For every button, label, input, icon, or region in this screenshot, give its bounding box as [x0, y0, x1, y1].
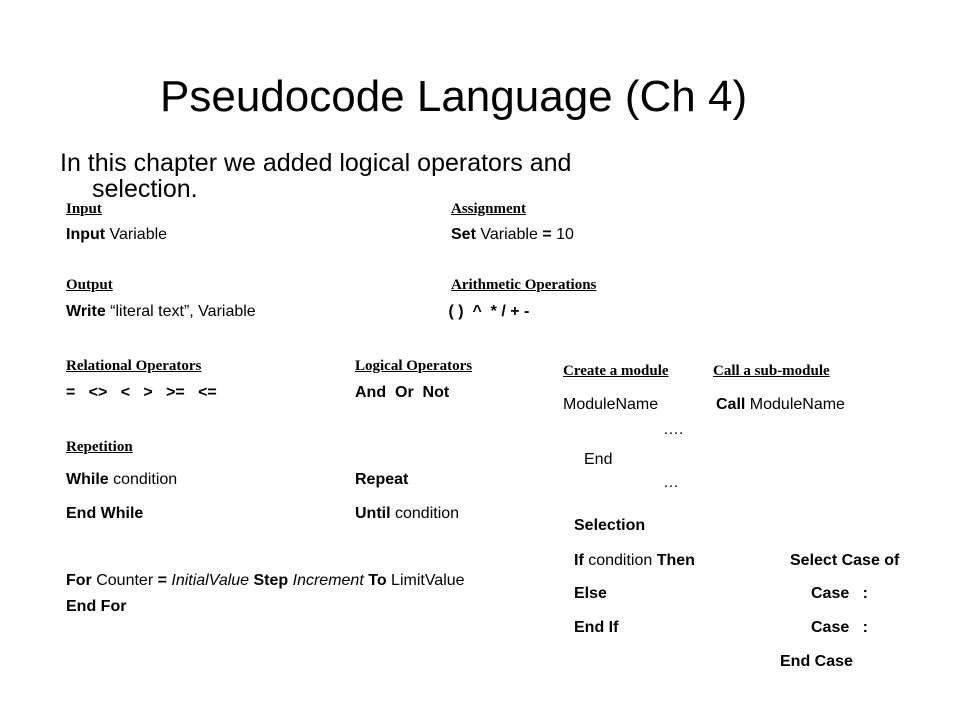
end-while: End While [66, 505, 144, 522]
intro-line-2: selection. [92, 175, 198, 203]
arithmetic-heading: Arithmetic Operations [451, 277, 597, 293]
while-condition: condition [108, 471, 178, 488]
intro-line-1: In this chapter we added logical operato… [60, 149, 572, 177]
for-keyword: For [66, 572, 92, 589]
module-end: End [584, 451, 613, 468]
for-counter: Counter [91, 572, 158, 589]
set-keyword: Set [451, 226, 476, 243]
for-line: For Counter = InitialValue Step Incremen… [66, 571, 465, 590]
relational-operators: = <> < > >= <= [66, 384, 217, 401]
while-line: While condition [66, 470, 177, 489]
for-increment: Increment [288, 572, 364, 589]
then-keyword: Then [656, 552, 695, 569]
if-line: If condition Then [574, 551, 695, 570]
create-module-heading: Create a module [563, 363, 669, 379]
case-line-1: Case : [811, 585, 868, 602]
assignment-line: Set Variable = 10 [451, 225, 574, 244]
input-keyword: Input [66, 226, 106, 243]
call-line: Call ModuleName [716, 395, 845, 414]
else-keyword: Else [574, 585, 607, 602]
input-heading: Input [66, 201, 102, 217]
if-condition: condition [583, 552, 657, 569]
while-keyword: While [66, 471, 109, 488]
assignment-variable: Variable [475, 226, 543, 243]
input-line: Input Variable [66, 225, 167, 244]
select-case-of: Select Case of [790, 552, 900, 569]
to-keyword: To [363, 572, 387, 589]
logical-heading: Logical Operators [355, 358, 473, 374]
output-args: “literal text”, Variable [105, 303, 256, 320]
arithmetic-operators: ( ) ^ * / + - [444, 303, 530, 320]
end-if: End If [574, 619, 619, 636]
output-line: Write “literal text”, Variable [66, 302, 256, 321]
call-submodule-heading: Call a sub-module [713, 363, 830, 379]
assignment-equals: = [542, 226, 552, 243]
repetition-heading: Repetition [66, 439, 133, 455]
for-initial-value: InitialValue [166, 572, 250, 589]
end-for: End For [66, 598, 127, 615]
end-case: End Case [780, 653, 853, 670]
input-variable: Variable [105, 226, 168, 243]
logical-operators: And Or Not [355, 384, 450, 401]
relational-heading: Relational Operators [66, 358, 202, 374]
module-body-dots: …. [663, 421, 684, 438]
assignment-value: 10 [551, 226, 574, 243]
assignment-heading: Assignment [451, 201, 527, 217]
call-keyword: Call [716, 396, 746, 413]
slide-title: Pseudocode Language (Ch 4) [160, 72, 748, 121]
for-limit-value: LimitValue [386, 572, 465, 589]
write-keyword: Write [66, 303, 106, 320]
if-keyword: If [574, 552, 584, 569]
repeat-keyword: Repeat [355, 471, 409, 488]
until-keyword: Until [355, 505, 391, 522]
for-equals: = [157, 572, 167, 589]
case-line-2: Case : [811, 619, 868, 636]
module-trailing-dots: … [663, 474, 679, 491]
step-keyword: Step [249, 572, 289, 589]
selection-heading: Selection [574, 517, 646, 534]
module-name: ModuleName [563, 396, 659, 413]
call-module-name: ModuleName [745, 396, 845, 413]
until-line: Until condition [355, 504, 459, 523]
until-condition: condition [390, 505, 460, 522]
output-heading: Output [66, 277, 113, 293]
